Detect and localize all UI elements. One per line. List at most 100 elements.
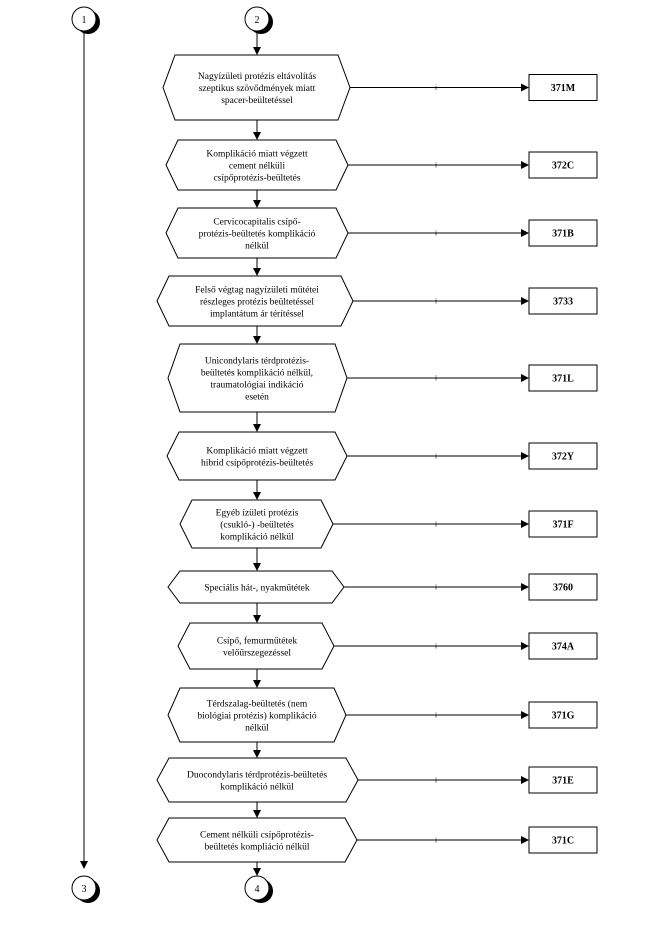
decision-hexagon: [156, 275, 354, 327]
decision-text-line: részleges protézis beültetéssel: [200, 298, 314, 308]
decision-text-line: hibrid csípőprotézis-beültetés: [201, 459, 313, 469]
decision-text-line: implantátum ár térítéssel: [210, 310, 304, 320]
decision-text-line: Cement nélküli csípőprotézis-: [200, 831, 314, 841]
decision-text-line: Egyéb ízületi protézis: [216, 509, 299, 519]
step-371F: Egyéb ízületi protézis(csukló-) -beültet…: [179, 480, 598, 549]
code-box: [528, 442, 598, 470]
code-box: [528, 364, 598, 392]
yes-label: i: [435, 778, 437, 785]
yes-label: i: [435, 85, 437, 92]
code-box: [528, 510, 598, 538]
decision-text-line: Speciális hát-, nyakműtétek: [204, 584, 310, 594]
connector-3: 3: [71, 875, 100, 903]
code-box: [528, 573, 598, 601]
yes-label: i: [435, 376, 437, 383]
decision-steps: Nagyízületi protézis eltávolítás szeptiku…: [156, 31, 598, 876]
code-label: 3760: [553, 583, 573, 594]
decision-hexagon: [177, 622, 335, 670]
connector-2: 2: [244, 6, 273, 34]
decision-text-line: beültetés komplikáció nélkül,: [201, 369, 313, 379]
decision-text-line: biológiai protézis) komplikáció: [197, 711, 317, 722]
code-box: [528, 701, 598, 729]
yes-label: i: [435, 163, 437, 170]
decision-text-line: protézis-beültetés komplikáció: [199, 230, 316, 240]
decision-hexagon: [162, 54, 351, 121]
decision-text-line: esetén: [245, 393, 269, 403]
code-label: 374A: [552, 642, 575, 653]
connector-4-label: 4: [255, 884, 260, 895]
step-3760: Speciális hát-, nyakműtétek i 3760: [167, 548, 598, 604]
yes-label: i: [435, 231, 437, 238]
decision-text-line: nélkül: [245, 724, 269, 734]
step-371M: Nagyízületi protézis eltávolítás szeptiku…: [162, 31, 598, 121]
decision-text-line: Felső végtag nagyízületi műtétei: [195, 286, 319, 296]
decision-text-line: velőűrszegezéssel: [223, 649, 291, 659]
decision-text-line: beültetés kompliáció nélkül: [204, 843, 309, 853]
step-372Y: Komplikáció miatt végzett hibrid csípőpro…: [166, 412, 598, 481]
decision-hexagon: [179, 499, 334, 549]
decision-text-line: Unicondylaris térdprotézis-: [205, 357, 309, 367]
yes-label: i: [435, 713, 437, 720]
decision-hexagon: [167, 570, 345, 604]
connector-1-label: 1: [82, 15, 87, 26]
decision-text-line: Térdszalag-beültetés (nem: [207, 699, 308, 710]
step-371C: Cement nélküli csípőprotézis-beültetés k…: [156, 802, 598, 863]
decision-hexagon: [156, 757, 359, 803]
code-label: 371B: [552, 229, 574, 240]
yes-label: i: [435, 522, 437, 529]
decision-hexagon: [165, 139, 349, 191]
code-label: 372Y: [552, 452, 575, 463]
decision-text-line: Csípő, femurműtétek: [217, 636, 297, 647]
decision-hexagon: [167, 343, 348, 413]
decision-text-line: Nagyízületi protézis eltávolítás: [198, 72, 316, 82]
connector-4: 4: [244, 875, 273, 903]
code-label: 371M: [551, 83, 576, 94]
step-371B: Cervicocapitalis csípő-protézis-beülteté…: [165, 190, 598, 259]
yes-label: i: [435, 644, 437, 651]
decision-text-line: Komplikáció miatt végzett: [206, 447, 308, 457]
step-372C: Komplikáció miatt végzett cement nélküli c…: [165, 120, 598, 191]
code-label: 371F: [552, 520, 573, 531]
code-label: 371G: [552, 711, 575, 722]
connector-1: 1: [71, 6, 100, 34]
decision-text-line: komplikáció nélkül: [220, 783, 294, 793]
code-label: 371E: [552, 776, 574, 787]
connector-2-label: 2: [255, 15, 260, 26]
decision-text-line: Duocondylaris térdprotézis-beültetés: [187, 771, 327, 781]
code-box: [528, 766, 598, 794]
code-box: [528, 632, 598, 660]
decision-hexagon: [165, 207, 349, 259]
code-box: [528, 151, 598, 179]
code-box: [528, 74, 598, 101]
code-label: 371C: [552, 836, 574, 847]
step-3733: Felső végtag nagyízületi műtétei részlege…: [156, 258, 598, 327]
step-371E: Duocondylaris térdprotézis-beültetés komp…: [156, 742, 598, 803]
yes-label: i: [435, 299, 437, 306]
decision-text-line: Cervicocapitalis csípő-: [213, 218, 300, 228]
decision-text-line: csípőprotézis-beültetés: [213, 174, 300, 184]
code-box: [528, 826, 598, 854]
code-box: [528, 287, 598, 315]
yes-label: i: [435, 454, 437, 461]
decision-hexagon: [166, 431, 348, 481]
step-374A: Csípő, femurműtétek velőűrszegezéssel i 374…: [177, 603, 598, 670]
decision-text-line: nélkül: [245, 242, 269, 252]
code-label: 3733: [553, 297, 573, 308]
decision-hexagon: [167, 687, 347, 743]
decision-text-line: komplikáció nélkül: [220, 533, 294, 543]
decision-text-line: cement nélküli: [229, 162, 286, 172]
decision-text-line: traumatológiai indikáció: [210, 381, 303, 391]
connector-3-label: 3: [82, 884, 87, 895]
code-label: 371L: [552, 374, 574, 385]
code-label: 372C: [552, 161, 574, 172]
yes-label: i: [435, 585, 437, 592]
decision-text-line: Komplikáció miatt végzett: [206, 150, 308, 160]
decision-text-line: spacer-beültetéssel: [221, 96, 293, 106]
decision-text-line: szeptikus szövődmények miatt: [199, 84, 316, 94]
decision-hexagon: [156, 817, 358, 863]
yes-label: i: [435, 838, 437, 845]
decision-text-line: (csukló-) -beültetés: [220, 520, 294, 531]
code-box: [528, 219, 598, 247]
